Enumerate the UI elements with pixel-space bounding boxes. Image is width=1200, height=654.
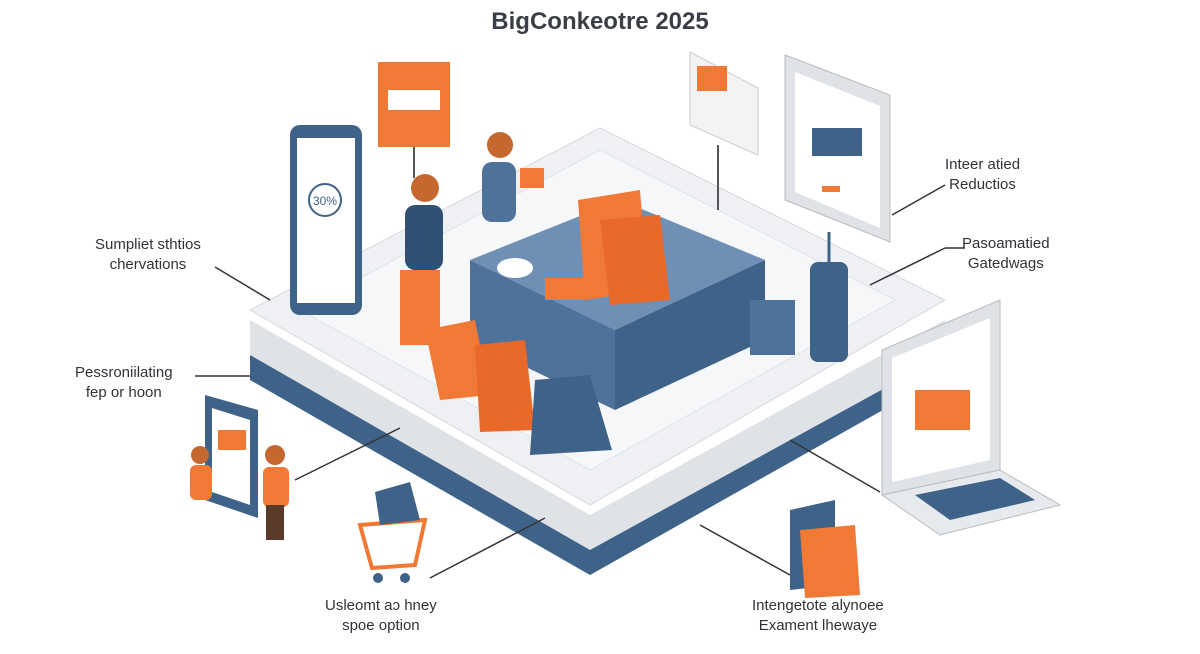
callout-top-left: Sumpliet sthtios chervations [95, 235, 201, 275]
shopping-bags [425, 320, 612, 455]
callout-line: chervations [109, 256, 187, 273]
smartphone-discount: 30% [290, 125, 362, 315]
callout-line: Pasoamatied [962, 235, 1050, 252]
callout-top-right: Inteer atied Reductios [945, 155, 1020, 195]
signboard-right [689, 51, 759, 210]
discount-text: 30% [313, 194, 337, 208]
callout-line: Gatedwags [967, 255, 1044, 272]
tablet-device [784, 54, 891, 243]
box-icon [545, 278, 585, 300]
signboard-left [378, 62, 450, 178]
callout-bottom-right: Intengetote alynoee Exament lhewaye [752, 596, 884, 636]
plate-icon [497, 258, 533, 278]
callout-mid-right: Pasoamatied Gatedwags [962, 234, 1050, 274]
laptop-device [880, 299, 1062, 536]
kiosk-with-people [190, 395, 289, 540]
callout-line: Intengetote alynoee [752, 597, 884, 614]
speaker-pillar [750, 232, 848, 362]
leader-lines [195, 184, 965, 579]
shopping-cart-icon [357, 482, 428, 583]
person-standing [400, 174, 443, 345]
callout-line: Usleomt aɔ hney [325, 597, 437, 614]
callout-line: Sumpliet sthtios [95, 236, 201, 253]
callout-line: Exament lhewaye [758, 617, 878, 634]
callout-line: Pessroniilating [75, 364, 173, 381]
callout-line: spoe option [342, 617, 420, 634]
callout-line: Inteer atied [945, 156, 1021, 173]
callout-mid-left: Pessroniilating fep or hoon [75, 363, 173, 403]
page-title: BigConkeotre 2025 [491, 8, 709, 35]
central-display-block [470, 190, 765, 410]
callout-bottom-left: Usleomt aɔ hney spoe option [325, 596, 437, 636]
callout-line: Reductios [949, 176, 1016, 193]
callout-line: fep or hoon [85, 384, 162, 401]
person-with-tablet [482, 132, 544, 222]
shopping-bags-bottom [790, 500, 860, 598]
